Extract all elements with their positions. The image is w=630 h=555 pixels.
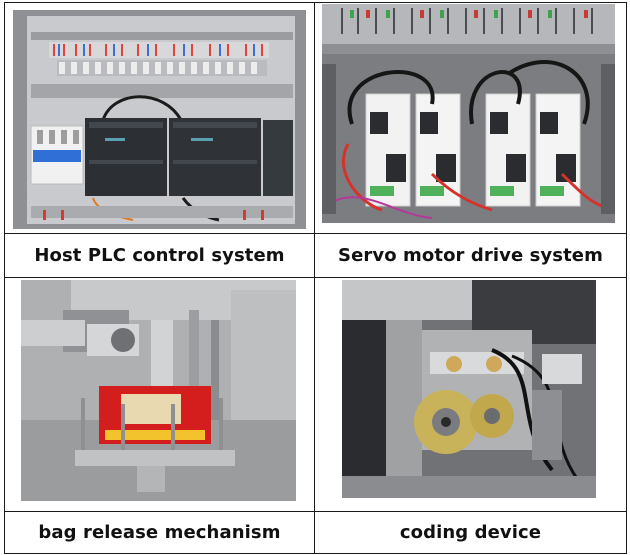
table-border-right [626, 2, 627, 554]
caption-coding-device: coding device [399, 522, 542, 543]
plc-control-cabinet-photo [13, 10, 306, 229]
table-row-divider-3 [4, 511, 627, 512]
table-border-left [4, 2, 5, 554]
coding-device-photo [342, 280, 596, 498]
table-row-divider-2 [4, 277, 627, 278]
caption-bag-release-mechanism: bag release mechanism [38, 522, 281, 543]
caption-host-plc-control-system: Host PLC control system [34, 245, 285, 266]
table-column-divider [314, 2, 315, 554]
table-row-divider-1 [4, 233, 627, 234]
table-border-bottom [4, 553, 627, 554]
caption-servo-motor-drive-system: Servo motor drive system [338, 245, 603, 266]
table-border-top [4, 2, 627, 3]
bag-release-mechanism-photo [21, 280, 296, 501]
servo-drive-photo [322, 4, 615, 223]
